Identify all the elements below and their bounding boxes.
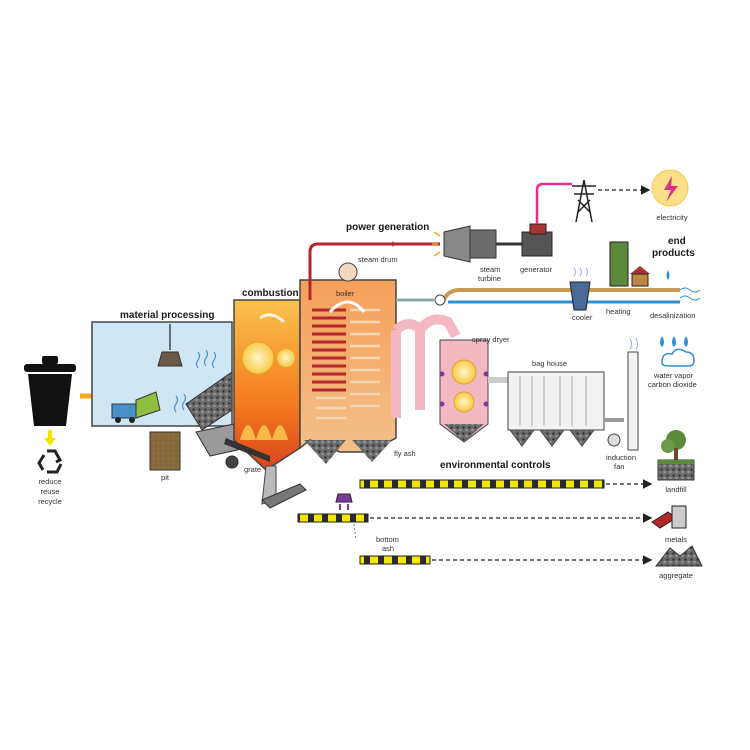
spray-nozzle	[483, 371, 489, 377]
pit-fill	[150, 436, 180, 470]
heat-sun-icon	[241, 341, 275, 375]
material-processing-title: material processing	[120, 310, 214, 321]
flames	[240, 425, 288, 440]
water-waves	[679, 287, 701, 301]
magnet-field	[339, 504, 349, 510]
induction-fan-label-2: fan	[614, 462, 624, 471]
hopper-ash-2	[352, 440, 392, 462]
crane-claw-icon	[157, 351, 183, 367]
landfill-grass	[658, 460, 694, 464]
rock-pile-icon	[654, 545, 703, 567]
ash-drop	[353, 523, 357, 541]
condensate-pipe	[440, 288, 680, 302]
metals-label: metals	[665, 535, 687, 544]
steam-drum-label: steam drum	[358, 255, 398, 264]
steam-pipe	[308, 242, 440, 300]
hopper-ash-1	[304, 440, 346, 464]
down-arrow-head	[44, 438, 56, 446]
generator-label: generator	[520, 265, 553, 274]
spray-sun-icon-2	[453, 391, 475, 413]
recycle-icon	[37, 449, 63, 474]
magnet-icon	[335, 493, 353, 503]
spray-dryer-vessel	[439, 339, 489, 443]
environmental-controls-title: environmental controls	[440, 460, 551, 471]
boiler-label: boiler	[336, 289, 355, 298]
carbon-dioxide-label: carbon dioxide	[648, 380, 697, 389]
bottom-ash-label-2: ash	[382, 544, 394, 553]
cooler-icon	[569, 281, 591, 311]
spray-dryer-ash	[444, 424, 484, 442]
reuse-label: reuse	[41, 487, 60, 496]
water-vapor-label: water vapor	[653, 371, 694, 380]
odor-waves	[173, 349, 217, 413]
trash-can-icon	[24, 356, 76, 426]
fly-ash-label: fly ash	[394, 449, 416, 458]
tree-icon	[661, 430, 686, 460]
induction-fan-label-1: induction	[606, 453, 636, 462]
steam-turbine-label-1: steam	[480, 265, 500, 274]
house-icon	[630, 266, 650, 287]
spray-dryer-label: spray dryer	[472, 335, 510, 344]
combustion-chamber	[233, 299, 301, 471]
cloud-icon	[661, 348, 695, 367]
grate-bars	[224, 438, 270, 462]
spray-nozzle	[483, 401, 489, 407]
bag-house-hoppers	[509, 429, 595, 447]
electricity-label: electricity	[656, 213, 688, 222]
cooler-label: cooler	[572, 313, 593, 322]
aggregate-label: aggregate	[659, 571, 693, 580]
chimney-stack	[627, 351, 639, 451]
induction-fan-icon	[607, 433, 621, 447]
water-drop-icon	[666, 270, 670, 280]
landfill-label: landfill	[665, 485, 687, 494]
generator-icon	[521, 223, 553, 257]
combustion-flow-arrow	[259, 313, 286, 324]
bag-house-label: bag house	[532, 359, 567, 368]
filter-bags	[519, 376, 587, 426]
heat-sun-small-icon	[277, 349, 295, 367]
ash-ram	[261, 483, 307, 509]
pipe-valve	[434, 294, 446, 306]
spray-inlet-duct	[416, 314, 461, 339]
recycle-label: recycle	[38, 497, 62, 506]
grate-label: grate	[244, 465, 261, 474]
bag-house	[507, 371, 605, 431]
heating-building	[609, 241, 629, 287]
aggregate-conveyor	[359, 555, 431, 565]
truck-icon	[111, 391, 161, 423]
electric-line	[535, 182, 572, 224]
grate-wheel-icon	[225, 455, 239, 469]
spray-sun-icon	[451, 359, 477, 385]
steam-turbine-icon	[432, 225, 497, 263]
boiler-tubes-light	[316, 308, 380, 420]
desalinization-label: desalinization	[650, 311, 695, 320]
pit-label: pit	[161, 473, 170, 482]
heating-label: heating	[606, 307, 631, 316]
boiler-flow-arrow	[328, 300, 366, 314]
steam-turbine-label-2: turbine	[478, 274, 501, 283]
bottom-ash-conveyor	[297, 513, 369, 523]
end-products-title-2: products	[652, 248, 695, 259]
reduce-label: reduce	[39, 477, 62, 486]
fly-ash-conveyor	[359, 479, 605, 489]
cooler-steam	[573, 267, 588, 277]
steam-drum	[338, 262, 358, 282]
metal-bars-icon	[651, 505, 687, 529]
stack-emission	[629, 337, 638, 351]
water-drops-icon	[660, 336, 688, 347]
power-generation-title: power generation	[346, 222, 429, 233]
combustion-title: combustion	[242, 288, 299, 299]
feed-hopper	[185, 371, 233, 431]
spray-nozzle	[439, 371, 445, 377]
boiler-tubes-red	[312, 308, 346, 392]
bottom-ash-label-1: bottom	[376, 535, 399, 544]
end-products-title-1: end	[668, 236, 686, 247]
lightning-icon	[664, 176, 678, 202]
spray-nozzle	[439, 401, 445, 407]
transmission-tower-icon	[572, 179, 596, 223]
